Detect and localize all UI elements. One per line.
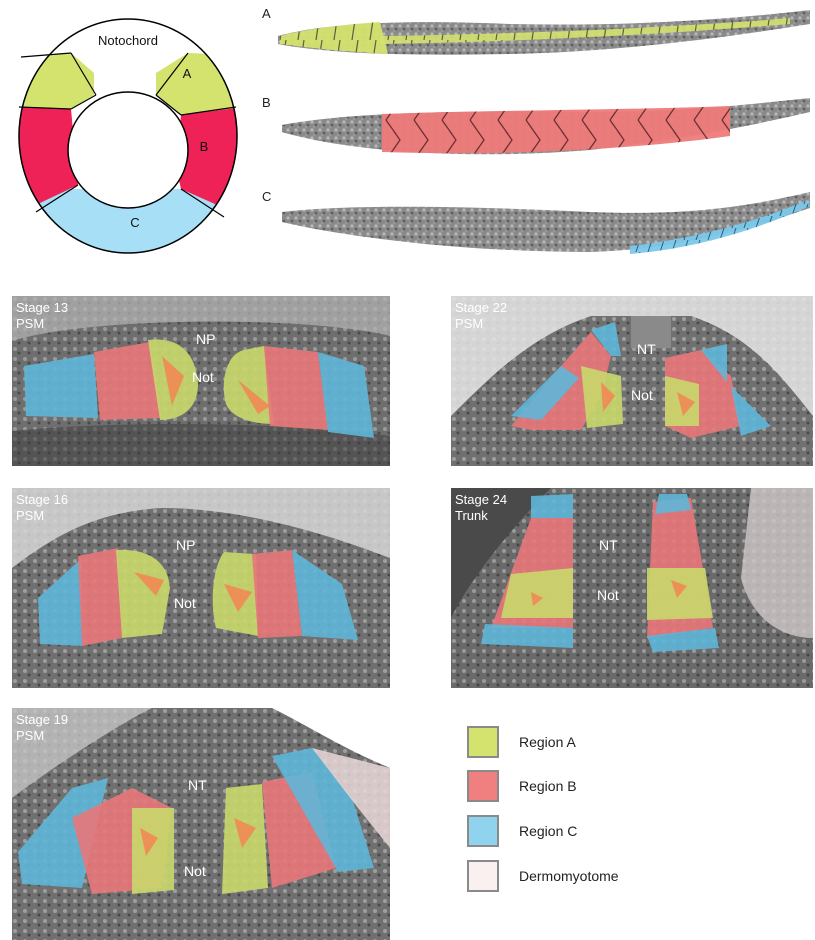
stage-16-panel: Stage 16 PSM NP Not	[12, 488, 390, 688]
stage-13-panel: Stage 13 PSM NP Not	[12, 296, 390, 466]
embryo-view-b	[282, 98, 810, 154]
stage-19-panel: Stage 19 PSM NT Not	[12, 708, 390, 940]
schematic-b-label: B	[200, 139, 209, 154]
schematic-notochord-label: Notochord	[98, 33, 158, 48]
stage-24-tissue-label: Trunk	[455, 508, 488, 523]
stage-13-stage-label: Stage 13	[16, 300, 68, 315]
stage-13-label-np: NP	[196, 331, 215, 347]
legend-label-region-a: Region A	[519, 734, 576, 750]
stage-16-label-np: NP	[176, 537, 195, 553]
stage-22-tissue-label: PSM	[455, 316, 483, 331]
stage-16-tissue-label: PSM	[16, 508, 44, 523]
legend-label-dermomyotome: Dermomyotome	[519, 868, 619, 884]
embryo-lateral-views	[270, 0, 815, 270]
legend-item-region-a: Region A	[467, 726, 767, 762]
schematic-a-label: A	[183, 66, 192, 81]
stage-24-stage-label: Stage 24	[455, 492, 507, 507]
stage-24-panel: Stage 24 Trunk NT Not	[451, 488, 813, 688]
stage-19-label-nt: NT	[188, 777, 207, 793]
stage-19-tissue-label: PSM	[16, 728, 44, 743]
stage-24-label-nt: NT	[599, 537, 618, 553]
stage-19-label-not: Not	[184, 863, 206, 879]
embryo-view-a	[278, 10, 810, 55]
stage-13-label-not: Not	[192, 369, 214, 385]
legend-swatch-dermomyotome	[467, 860, 499, 892]
stage-22-label-nt: NT	[637, 341, 656, 357]
stage-24-label-not: Not	[597, 587, 619, 603]
schematic-c-label: C	[130, 215, 139, 230]
legend-swatch-region-a	[467, 726, 499, 758]
stage-19-stage-label: Stage 19	[16, 712, 68, 727]
legend-label-region-b: Region B	[519, 778, 577, 794]
legend-item-dermomyotome: Dermomyotome	[467, 860, 767, 896]
stage-22-stage-label: Stage 22	[455, 300, 507, 315]
stage-22-panel: Stage 22 PSM NT Not	[451, 296, 813, 466]
somite-region-schematic: Notochord A B C	[16, 17, 244, 257]
schematic-notochord-hole	[68, 92, 188, 208]
embryo-view-c	[282, 192, 810, 254]
legend-swatch-region-c	[467, 815, 499, 847]
legend-item-region-c: Region C	[467, 815, 767, 851]
stage-16-stage-label: Stage 16	[16, 492, 68, 507]
legend-label-region-c: Region C	[519, 823, 577, 839]
stage-13-tissue-label: PSM	[16, 316, 44, 331]
stage-16-label-not: Not	[174, 595, 196, 611]
legend-item-region-b: Region B	[467, 770, 767, 806]
legend-swatch-region-b	[467, 770, 499, 802]
stage-22-label-not: Not	[631, 387, 653, 403]
